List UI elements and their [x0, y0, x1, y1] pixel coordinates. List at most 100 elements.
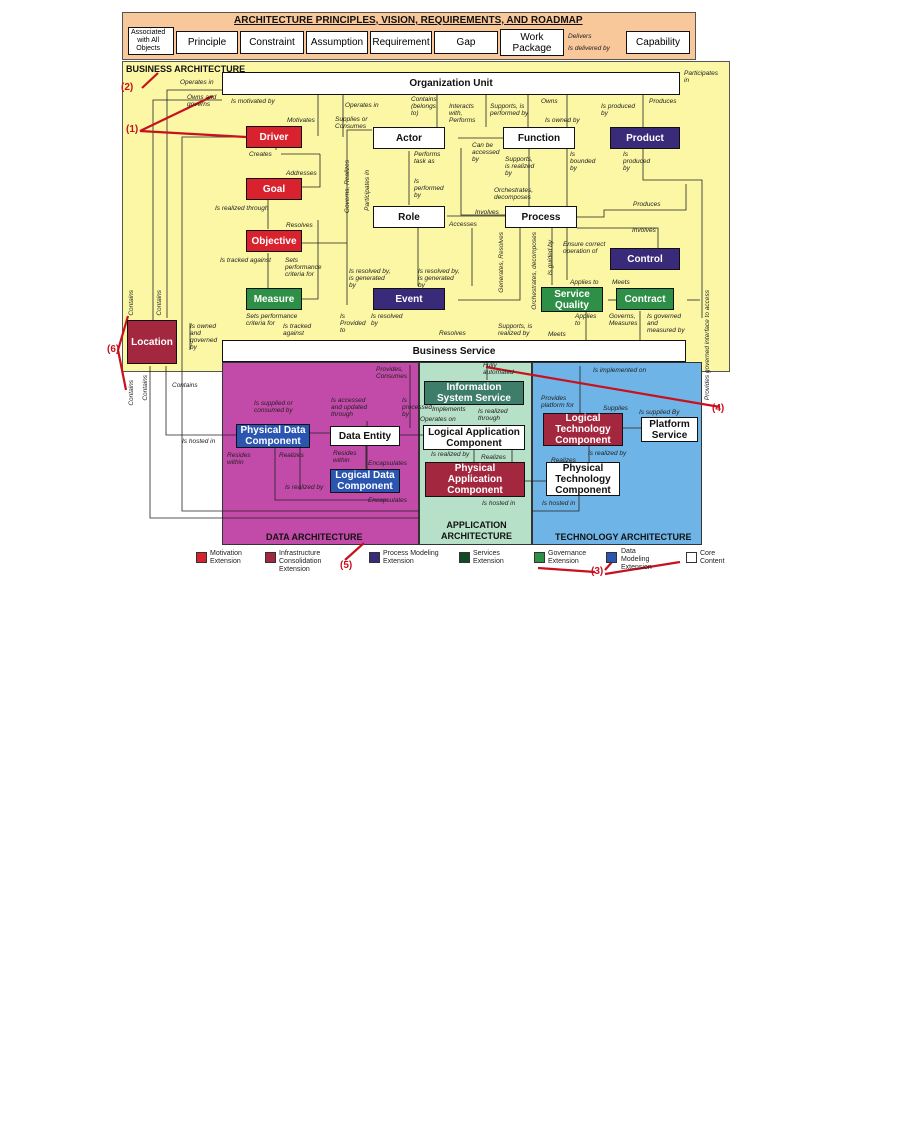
rel-produces-2: Produces — [633, 201, 661, 208]
rel-meets-2: Meets — [548, 331, 566, 338]
rel-contains-3: Contains — [128, 380, 135, 406]
rel-is-owned-by: Is owned by — [545, 117, 580, 124]
annotation-2: (2) — [121, 82, 134, 93]
rel-interacts-with: Interacts with, Performs — [449, 103, 476, 124]
rel-owns-governs: Owns and governs — [187, 94, 217, 108]
event-node: Event — [373, 288, 445, 310]
rel-owns: Owns — [541, 98, 558, 105]
header-title: ARCHITECTURE PRINCIPLES, VISION, REQUIRE… — [234, 15, 583, 26]
rel-is-realized-through-2: Is realized through — [478, 408, 508, 422]
legend-label-data-modeling: Data Modeling Extension — [621, 548, 652, 571]
rel-sets-performance: Sets performance criteria for — [285, 257, 322, 278]
rel-can-be-accessed: Can be accessed by — [472, 142, 500, 163]
rel-participates-in-2: Participates in — [364, 170, 371, 211]
rel-encapsulates-2: Encapsulates — [368, 497, 408, 504]
rel-applies-to: Applies to — [570, 279, 599, 286]
rel-is-bounded-by: Is bounded by — [570, 151, 596, 172]
organization-unit-node: Organization Unit — [222, 72, 680, 95]
rel-operates-in-2: Operates in — [345, 102, 379, 109]
rel-is-accessed-updated: Is accessed and updated through — [331, 397, 368, 418]
rel-is-guided-by: Is guided by — [547, 240, 554, 276]
annotation-6: (6) — [107, 344, 120, 355]
rel-involves-2: Involves — [632, 227, 656, 234]
rel-is-hosted-in: Is hosted in — [182, 438, 216, 445]
logical-data-component-node: Logical Data Component — [330, 469, 400, 493]
principle-cell: Principle — [176, 31, 238, 54]
rel-fully-automated: Fully automated — [483, 362, 514, 376]
rel-provides-consumes: Provides, Consumes — [376, 366, 408, 380]
technology-architecture-title: TECHNOLOGY ARCHITECTURE — [555, 532, 692, 542]
rel-addresses: Addresses — [286, 170, 317, 177]
legend-label-services: Services Extension — [473, 550, 504, 565]
rel-is-resolved-by-3: Is resolved by — [371, 313, 403, 327]
rel-supports-realized: Supports, is realized by — [505, 156, 535, 177]
physical-application-component-node: Physical Application Component — [425, 462, 525, 497]
rel-supports-performed: Supports, is performed by — [490, 103, 529, 117]
rel-provides-governed: Provides governed interface to access — [704, 290, 711, 401]
rel-sets-perf-2: Sets performance criteria for — [246, 313, 298, 327]
rel-contains-4: Contains — [142, 375, 149, 401]
legend-label-core: Core Content — [700, 550, 725, 565]
rel-is-produced-by-2: Is produced by — [623, 151, 651, 172]
legend-swatch-services — [459, 552, 470, 563]
legend-swatch-motivation — [196, 552, 207, 563]
data-architecture-title: DATA ARCHITECTURE — [266, 532, 363, 542]
rel-creates: Creates — [249, 151, 272, 158]
rel-operates-in: Operates in — [180, 79, 214, 86]
rel-is-produced-by: Is produced by — [601, 103, 635, 117]
data-architecture-panel — [222, 362, 419, 545]
rel-contains-thing: Contains (belongs to) — [411, 96, 437, 117]
assoc-cell: Associated with All Objects — [128, 27, 174, 55]
contract-node: Contract — [616, 288, 674, 310]
rel-is-implemented-on: Is implemented on — [593, 367, 647, 374]
rel-is-resolved-by-2: Is resolved by, is generated by — [418, 268, 460, 289]
technology-architecture-panel — [532, 362, 702, 545]
rel-supports-realized-2: Supports, is realized by — [498, 323, 533, 337]
legend-swatch-governance — [534, 552, 545, 563]
legend-swatch-core — [686, 552, 697, 563]
rel-is-owned-governed: Is owned and governed by — [190, 323, 218, 351]
rel-ensure-correct: Ensure correct operation of — [563, 241, 606, 255]
rel-is-hosted-in-3: Is hosted in — [542, 500, 576, 507]
work-package-cell: Work Package — [500, 29, 564, 56]
rel-is-governed-measured: Is governed and measured by — [647, 313, 685, 334]
process-node: Process — [505, 206, 577, 228]
rel-orchestrates: Orchestrates, decomposes — [494, 187, 534, 201]
legend-swatch-data-modeling — [606, 552, 617, 563]
rel-governs-realizes: Governs, Realizes — [344, 160, 351, 214]
logical-application-component-node: Logical Application Component — [423, 425, 525, 450]
annotation-3: (3) — [591, 566, 604, 577]
rel-is-resolved-by: Is resolved by, is generated by — [349, 268, 391, 289]
rel-resides-within-2: Resides within — [333, 450, 357, 464]
data-entity-node: Data Entity — [330, 426, 400, 446]
rel-encapsulates: Encapsulates — [368, 460, 408, 467]
rel-contains-2: Contains — [156, 290, 163, 316]
rel-resolves: Resolves — [286, 222, 313, 229]
rel-realizes-3: Realizes — [551, 457, 576, 464]
delivers-label: Delivers — [568, 33, 592, 40]
rel-orchestrates-2: Orchestrates, decomposes — [531, 232, 538, 310]
actor-node: Actor — [373, 127, 445, 149]
rel-involves: Involves — [475, 209, 499, 216]
rel-participates-in: Participates in — [684, 70, 718, 84]
rel-is-motivated-by: Is motivated by — [231, 98, 275, 105]
legend-swatch-process — [369, 552, 380, 563]
logical-technology-component-node: Logical Technology Component — [543, 413, 623, 446]
rel-is-tracked-against: Is tracked against — [220, 257, 271, 264]
rel-performs-task: Performs task as — [414, 151, 441, 165]
rel-is-processed-by: Is processed by — [402, 397, 432, 418]
service-quality-node: Service Quality — [541, 287, 603, 312]
rel-is-realized-by-3: Is realized by — [285, 484, 324, 491]
goal-node: Goal — [246, 178, 302, 200]
rel-meets: Meets — [612, 279, 630, 286]
rel-is-realized-by-2: Is realized by — [588, 450, 627, 457]
platform-service-node: Platform Service — [641, 417, 698, 442]
constraint-cell: Constraint — [240, 31, 304, 54]
business-service-node: Business Service — [222, 340, 686, 362]
assumption-cell: Assumption — [306, 31, 368, 54]
objective-node: Objective — [246, 230, 302, 252]
rel-generates-resolves: Generates, Resolves — [498, 232, 505, 293]
rel-provides-platform: Provides platform for — [541, 395, 574, 409]
